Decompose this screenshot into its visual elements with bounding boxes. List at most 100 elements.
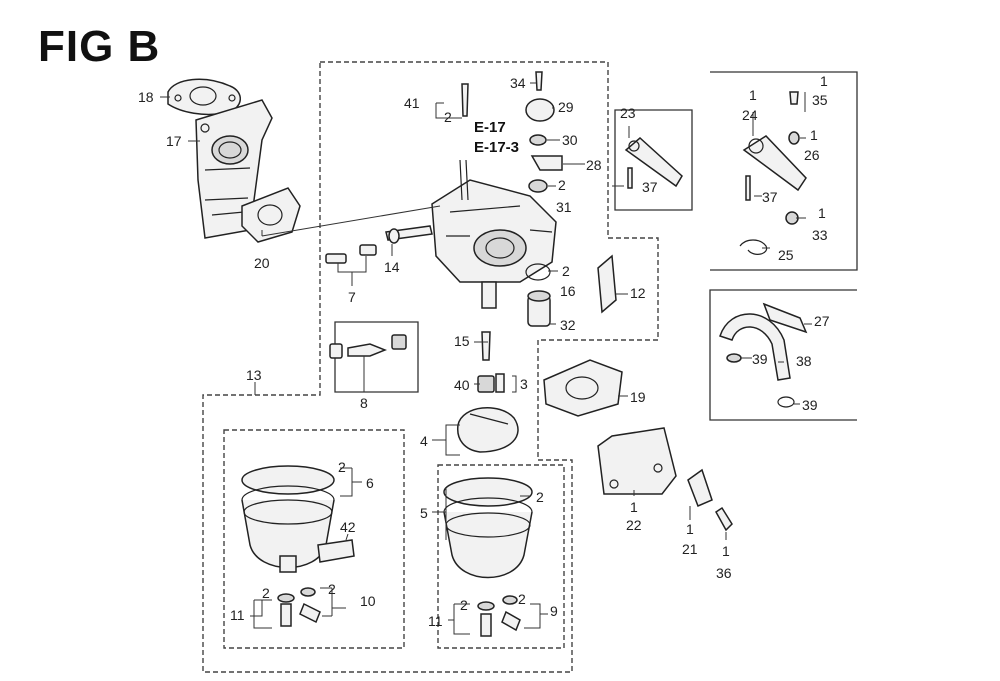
gasket-19 (543, 359, 623, 417)
float-bowl-b-frame (437, 464, 565, 649)
callout-26: 26 (804, 147, 820, 163)
callout-9: 9 (550, 603, 558, 619)
o-ring-31 (528, 179, 548, 193)
callout-31: 31 (556, 199, 572, 215)
lever-24-frame (710, 71, 858, 271)
callout-38: 38 (796, 353, 812, 369)
clip-39a (726, 353, 742, 363)
callout-35-qty: 1 (820, 73, 828, 89)
callout-36-qty: 1 (722, 543, 730, 559)
callout-41-qty: 2 (444, 109, 452, 125)
callout-12: 12 (630, 285, 646, 301)
callout-13: 13 (246, 367, 262, 383)
callout-6: 6 (366, 475, 374, 491)
callout-10: 10 (360, 593, 376, 609)
spring-25 (739, 239, 768, 255)
callout-37a: 37 (642, 179, 658, 195)
callout-20: 20 (254, 255, 270, 271)
float-bowl-5 (443, 477, 533, 579)
callout-24: 24 (742, 107, 758, 123)
callout-11b: 11 (428, 613, 443, 629)
ref-e17[interactable]: E-17 (474, 119, 506, 136)
callout-8: 8 (360, 395, 368, 411)
callout-24-qty: 1 (749, 87, 757, 103)
figure-title: FIG B (38, 22, 161, 71)
callout-9-qty: 2 (518, 591, 526, 607)
o-ring-16 (525, 263, 551, 281)
clip-39b (777, 396, 795, 408)
callout-11b-qty: 2 (460, 597, 468, 613)
callout-11a-qty: 2 (262, 585, 270, 601)
fuel-valve-32 (527, 290, 551, 327)
main-jet-15 (481, 331, 491, 361)
callout-5: 5 (420, 505, 428, 521)
callout-27: 27 (814, 313, 830, 329)
cap-29 (525, 98, 555, 122)
choke-lever-23 (624, 137, 683, 189)
tube-kit-frame (709, 289, 857, 421)
callout-14: 14 (384, 259, 400, 275)
callout-42: 42 (340, 519, 356, 535)
callout-39a: 39 (752, 351, 768, 367)
callout-10-qty: 2 (328, 581, 336, 597)
callout-19: 19 (630, 389, 646, 405)
callout-30: 30 (562, 132, 578, 148)
callout-6-qty: 2 (338, 459, 346, 475)
callout-40: 40 (454, 377, 470, 393)
callout-39b: 39 (802, 397, 818, 413)
drain-screw-11b (477, 601, 495, 637)
callout-26-qty: 1 (810, 127, 818, 143)
callout-29: 29 (558, 99, 574, 115)
lever-23-frame (614, 109, 693, 211)
callout-16-qty: 2 (562, 263, 570, 279)
callout-22-qty: 1 (630, 499, 638, 515)
drain-screw-9 (501, 595, 521, 632)
callout-17: 17 (166, 133, 182, 149)
callout-5-qty: 2 (536, 489, 544, 505)
callout-11a: 11 (230, 607, 245, 623)
callout-35: 35 (812, 92, 828, 108)
float-pin-40-3 (477, 373, 505, 393)
callout-25: 25 (778, 247, 794, 263)
bracket-22 (597, 427, 677, 495)
screw-35 (789, 91, 799, 105)
jet-kit-8 (329, 334, 407, 359)
bracket-12 (597, 254, 617, 314)
callout-7: 7 (348, 289, 356, 305)
callout-34: 34 (510, 75, 526, 91)
bolt-36 (715, 506, 733, 532)
callout-28: 28 (586, 157, 602, 173)
clip-21 (687, 468, 713, 507)
callout-21-qty: 1 (686, 521, 694, 537)
callout-32: 32 (560, 317, 576, 333)
breather-tube-38 (719, 313, 791, 381)
callout-3: 3 (520, 376, 528, 392)
gasket-18 (167, 78, 241, 116)
ref-e17-3[interactable]: E-17-3 (474, 139, 519, 156)
pilot-screw-41 (461, 83, 469, 117)
drain-screw-10 (299, 587, 321, 624)
elbow-28 (530, 155, 563, 171)
callout-37b: 37 (762, 189, 778, 205)
callout-33: 33 (812, 227, 828, 243)
carburetor-assembly-frame (202, 61, 659, 673)
screw-34 (535, 71, 543, 91)
float-bowl-inner-frame (223, 429, 405, 649)
spring-26 (788, 131, 800, 145)
callout-41: 41 (404, 95, 420, 111)
callout-33-qty: 1 (818, 205, 826, 221)
callout-31-qty: 2 (558, 177, 566, 193)
callout-18: 18 (138, 89, 154, 105)
gasket-20 (241, 187, 301, 243)
drain-screw-11 (277, 593, 295, 627)
washer-30 (529, 134, 547, 146)
breather-tube-27 (762, 302, 808, 334)
throttle-lever-24 (742, 135, 807, 201)
callout-15: 15 (454, 333, 470, 349)
float-4 (457, 407, 519, 453)
leader-lines (160, 82, 812, 635)
callout-36: 36 (716, 565, 732, 581)
callout-23: 23 (620, 105, 636, 121)
float-bowl-6 (241, 465, 335, 573)
